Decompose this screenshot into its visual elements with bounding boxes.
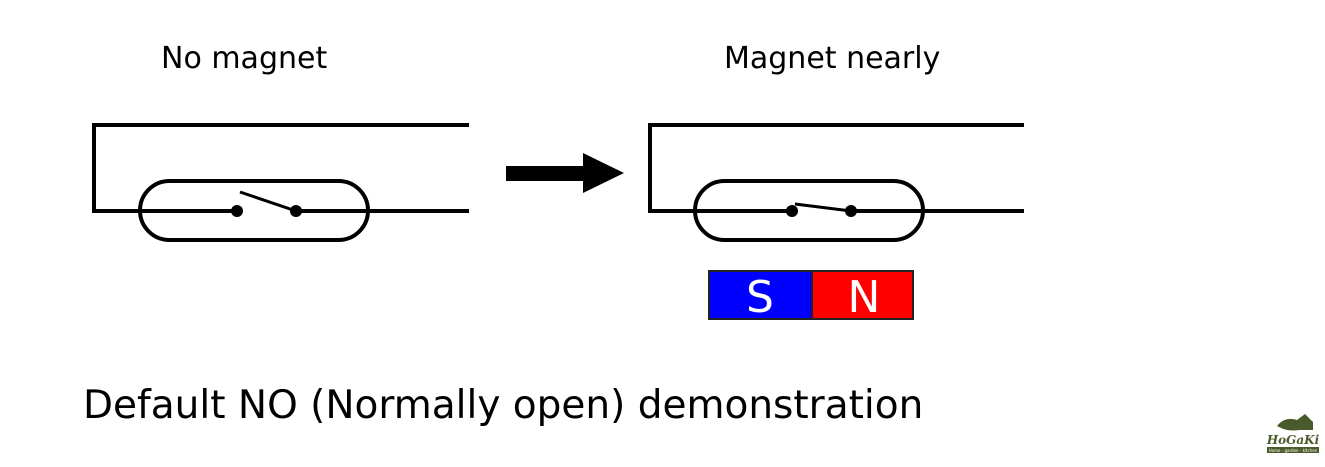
contact-point — [231, 205, 243, 217]
reed-switch-open — [92, 123, 469, 242]
diagram-caption: Default NO (Normally open) demonstration — [83, 383, 924, 428]
closed-contact-blade — [794, 202, 852, 213]
magnet-north-pole — [811, 270, 914, 320]
leaf-house-icon — [1277, 414, 1313, 431]
state-title-magnet-nearly: Magnet nearly — [724, 41, 941, 76]
contact-point — [786, 205, 798, 217]
circuit-wire-left — [648, 123, 1024, 213]
contact-point — [845, 205, 857, 217]
circuit-wire-left — [92, 123, 469, 213]
contact-point — [290, 205, 302, 217]
glass-envelope — [693, 179, 925, 242]
reed-switch-closed — [648, 123, 1024, 242]
logo-tagline: Home - garden - kitchen — [1269, 448, 1318, 453]
glass-envelope — [138, 179, 370, 242]
magnet-south-label: S — [746, 272, 774, 323]
open-contact-blade — [239, 190, 297, 213]
logo-name: HoGaKi — [1266, 433, 1320, 447]
magnet-north-label: N — [848, 272, 881, 323]
bar-magnet: S N — [708, 270, 914, 323]
brand-logo: HoGaKi Home - garden - kitchen — [1263, 412, 1323, 456]
arrow-right-icon — [506, 153, 624, 193]
state-title-no-magnet: No magnet — [161, 41, 328, 76]
magnet-south-pole — [708, 270, 813, 320]
